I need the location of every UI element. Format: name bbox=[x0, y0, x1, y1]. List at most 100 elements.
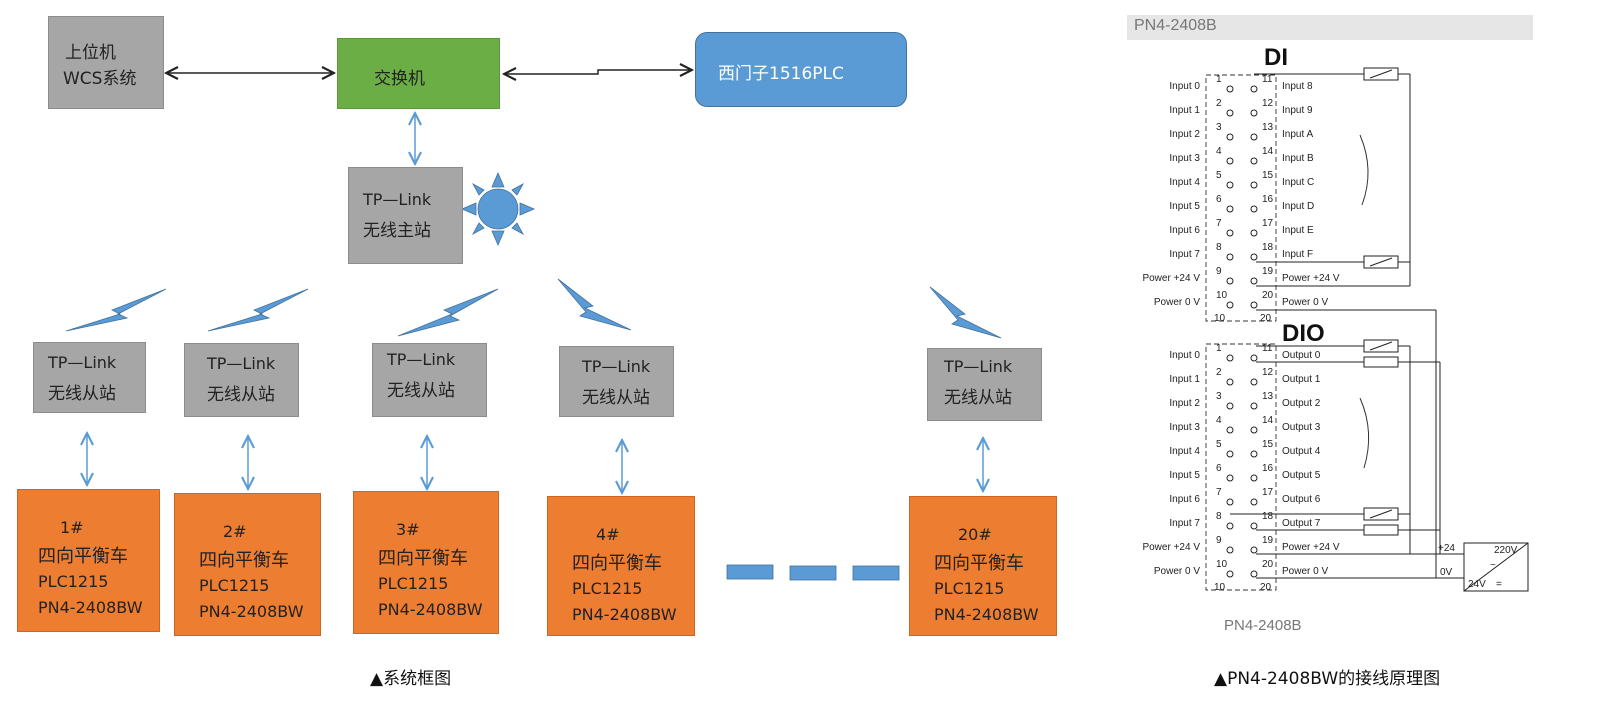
vehicle-name: 四向平衡车 bbox=[934, 553, 1024, 574]
vehicle-plc: PLC1215 bbox=[378, 574, 449, 593]
system-caption: ▲系统框图 bbox=[370, 669, 452, 689]
dio-left-pin bbox=[1226, 498, 1234, 506]
switch-contact bbox=[1369, 509, 1393, 519]
station-box: TP—Link 无线从站 bbox=[559, 346, 674, 417]
di-right-label: Input B bbox=[1282, 153, 1314, 164]
di-left-pin bbox=[1226, 205, 1234, 213]
di-left-pin bbox=[1226, 109, 1234, 117]
dio-right-pin bbox=[1250, 378, 1258, 386]
lightning-icon bbox=[557, 278, 632, 331]
dio-left-label: Power +24 V bbox=[1142, 542, 1200, 553]
di-pin-number: 18 bbox=[1262, 242, 1274, 253]
ellipsis-dash bbox=[726, 564, 774, 580]
di-left-pin bbox=[1226, 253, 1234, 261]
ap-line2: 无线主站 bbox=[363, 221, 431, 241]
di-pin-number: 16 bbox=[1262, 194, 1274, 205]
dio-left-label: Input 4 bbox=[1169, 446, 1200, 457]
wiring-footer: PN4-2408B bbox=[1224, 617, 1302, 634]
ellipsis-dash bbox=[852, 565, 900, 581]
di-pin-number: 14 bbox=[1262, 146, 1274, 157]
vehicle-box: 3# 四向平衡车 PLC1215 PN4-2408BW bbox=[353, 491, 499, 634]
di-right-label: Input 8 bbox=[1282, 81, 1313, 92]
ellipsis-dash bbox=[789, 565, 837, 581]
vehicle-name: 四向平衡车 bbox=[199, 550, 289, 571]
dio-right-label: Output 7 bbox=[1282, 518, 1321, 529]
connectors-layer bbox=[65, 0, 1002, 581]
station-line1: TP—Link bbox=[944, 357, 1013, 376]
dio-pin-number: 5 bbox=[1216, 439, 1222, 450]
load-resistor bbox=[1363, 524, 1399, 536]
di-pin-number: 6 bbox=[1216, 194, 1222, 205]
ap-box: TP—Link 无线主站 bbox=[348, 167, 463, 264]
dio-left-label: Input 0 bbox=[1169, 350, 1200, 361]
di-pin-number: 9 bbox=[1216, 266, 1222, 277]
vehicle-box: 1# 四向平衡车 PLC1215 PN4-2408BW bbox=[17, 489, 160, 632]
dio-pin-number: 10 bbox=[1214, 582, 1226, 593]
dio-pin-number: 15 bbox=[1262, 439, 1274, 450]
plc-box: 西门子1516PLC bbox=[695, 32, 907, 107]
dio-right-pin bbox=[1250, 522, 1258, 530]
station-line1: TP—Link bbox=[48, 353, 117, 372]
station-box: TP—Link 无线从站 bbox=[33, 342, 146, 413]
dio-right-label: Output 6 bbox=[1282, 494, 1321, 505]
dio-left-label: Input 5 bbox=[1169, 470, 1200, 481]
dio-right-label: Output 0 bbox=[1282, 350, 1321, 361]
di-left-label: Input 0 bbox=[1169, 81, 1200, 92]
lightning-icon bbox=[207, 288, 309, 332]
di-pin-number: 7 bbox=[1216, 218, 1222, 229]
di-pin-number: 15 bbox=[1262, 170, 1274, 181]
dio-left-pin bbox=[1226, 402, 1234, 410]
vehicle-io: PN4-2408BW bbox=[199, 602, 304, 621]
di-right-label: Input D bbox=[1282, 201, 1314, 212]
di-left-pin bbox=[1226, 301, 1234, 309]
di-title: DI bbox=[1264, 44, 1288, 71]
di-right-pin bbox=[1250, 133, 1258, 141]
dio-left-label: Input 6 bbox=[1169, 494, 1200, 505]
dio-right-label: Output 1 bbox=[1282, 374, 1321, 385]
dio-right-label: Power +24 V bbox=[1282, 542, 1340, 553]
di-right-pin bbox=[1250, 205, 1258, 213]
switch-plc-link bbox=[504, 70, 692, 74]
vehicle-name: 四向平衡车 bbox=[572, 553, 662, 574]
dio-pin-number: 3 bbox=[1216, 391, 1222, 402]
vehicle-plc: PLC1215 bbox=[199, 576, 270, 595]
psu-input-label: 220V bbox=[1494, 545, 1518, 556]
di-left-label: Input 7 bbox=[1169, 249, 1200, 260]
di-left-label: Input 3 bbox=[1169, 153, 1200, 164]
dio-right-label: Output 2 bbox=[1282, 398, 1321, 409]
ap-line1: TP—Link bbox=[363, 190, 432, 209]
di-right-pin bbox=[1250, 181, 1258, 189]
switch-contact bbox=[1369, 341, 1393, 351]
dio-left-label: Input 2 bbox=[1169, 398, 1200, 409]
dio-left-pin bbox=[1226, 450, 1234, 458]
load-resistor bbox=[1363, 356, 1399, 368]
di-left-label: Input 6 bbox=[1169, 225, 1200, 236]
di-left-pin bbox=[1226, 229, 1234, 237]
vehicle-number: 3# bbox=[396, 520, 420, 539]
di-pin-number: 8 bbox=[1216, 242, 1222, 253]
dio-right-label: Output 5 bbox=[1282, 470, 1321, 481]
di-pin-number: 11 bbox=[1262, 74, 1273, 85]
dio-pin-number: 20 bbox=[1262, 559, 1274, 570]
di-pin-number: 12 bbox=[1262, 98, 1274, 109]
wave-mark bbox=[1359, 397, 1370, 469]
wiring-header-bar bbox=[1127, 15, 1533, 40]
dio-left-pin bbox=[1226, 474, 1234, 482]
station-line2: 无线从站 bbox=[387, 381, 455, 401]
vehicle-box: 20# 四向平衡车 PLC1215 PN4-2408BW bbox=[909, 496, 1057, 636]
dio-pin-number: 19 bbox=[1262, 535, 1274, 546]
switch-contact bbox=[1369, 257, 1393, 267]
vehicle-io: PN4-2408BW bbox=[378, 600, 483, 619]
dio-pin-number: 14 bbox=[1262, 415, 1274, 426]
vehicle-plc: PLC1215 bbox=[934, 579, 1005, 598]
dio-pin-number: 2 bbox=[1216, 367, 1222, 378]
dio-pin-number: 13 bbox=[1262, 391, 1274, 402]
di-connector-outline bbox=[1205, 74, 1277, 322]
vehicle-number: 4# bbox=[596, 525, 620, 544]
di-right-label: Input 9 bbox=[1282, 105, 1313, 116]
dio-title: DIO bbox=[1282, 320, 1325, 347]
wave-mark bbox=[1359, 134, 1369, 206]
psu-dc-sign: = bbox=[1496, 579, 1502, 590]
di-right-label: Input F bbox=[1282, 249, 1313, 260]
host-line1: 上位机 bbox=[65, 43, 116, 63]
